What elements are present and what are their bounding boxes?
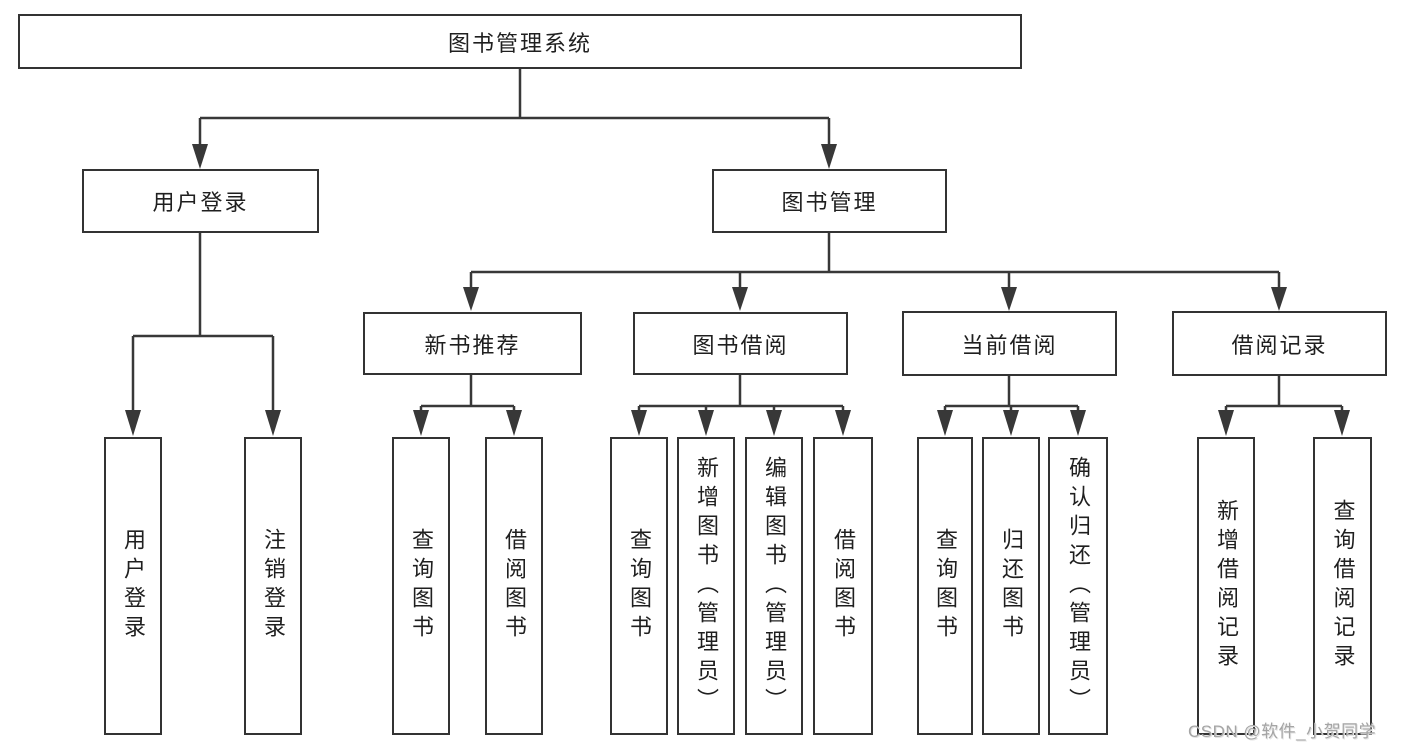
node-book-management-label: 图书管理 xyxy=(781,190,878,215)
node-leaf-query-books-borrow: 查询图书 xyxy=(610,437,668,735)
node-book-borrowing: 图书借阅 xyxy=(633,312,848,375)
node-leaf-borrow-books-recommend: 借阅图书 xyxy=(485,437,543,735)
node-root-label: 图书管理系统 xyxy=(447,30,592,56)
node-borrowing-records-label: 借阅记录 xyxy=(1231,332,1328,358)
node-leaf-query-borrow-record: 查询借阅记录 xyxy=(1313,437,1372,735)
node-leaf-borrow-books-recommend-label: 借阅图书 xyxy=(502,528,527,644)
node-user-login-label: 用户登录 xyxy=(152,190,249,215)
node-leaf-return-books-label: 归还图书 xyxy=(999,528,1024,644)
node-leaf-user-login-label: 用户登录 xyxy=(121,528,146,644)
node-leaf-user-login: 用户登录 xyxy=(104,437,162,735)
node-leaf-add-borrow-record-label: 新增借阅记录 xyxy=(1214,499,1239,673)
node-leaf-borrow-books-label: 借阅图书 xyxy=(831,528,856,644)
node-leaf-add-borrow-record: 新增借阅记录 xyxy=(1197,437,1255,735)
node-leaf-return-books: 归还图书 xyxy=(982,437,1040,735)
node-leaf-query-books-borrow-label: 查询图书 xyxy=(627,528,652,644)
node-root: 图书管理系统 xyxy=(18,14,1022,69)
node-leaf-query-books-current-label: 查询图书 xyxy=(933,528,958,644)
node-new-book-recommend: 新书推荐 xyxy=(363,312,582,375)
node-leaf-logout-label: 注销登录 xyxy=(261,528,286,644)
node-new-book-recommend-label: 新书推荐 xyxy=(424,332,521,358)
arrowhead-icons xyxy=(125,144,1350,436)
node-leaf-confirm-return-admin-label: 确认归还（管理员） xyxy=(1066,455,1091,717)
node-current-borrowing: 当前借阅 xyxy=(902,311,1117,376)
node-book-borrowing-label: 图书借阅 xyxy=(692,332,789,358)
node-leaf-query-books-current: 查询图书 xyxy=(917,437,973,735)
node-leaf-edit-books-admin: 编辑图书（管理员） xyxy=(745,437,803,735)
node-user-login: 用户登录 xyxy=(82,169,319,233)
node-leaf-add-books-admin-label: 新增图书（管理员） xyxy=(694,455,719,717)
node-leaf-query-books-recommend-label: 查询图书 xyxy=(409,528,434,644)
node-leaf-query-borrow-record-label: 查询借阅记录 xyxy=(1330,499,1356,673)
node-leaf-confirm-return-admin: 确认归还（管理员） xyxy=(1048,437,1108,735)
node-leaf-add-books-admin: 新增图书（管理员） xyxy=(677,437,735,735)
watermark: CSDN @软件_小贺同学 xyxy=(1188,722,1377,741)
node-book-management: 图书管理 xyxy=(712,169,947,233)
node-current-borrowing-label: 当前借阅 xyxy=(961,332,1058,358)
node-leaf-borrow-books: 借阅图书 xyxy=(813,437,873,735)
node-leaf-query-books-recommend: 查询图书 xyxy=(392,437,450,735)
node-leaf-logout: 注销登录 xyxy=(244,437,302,735)
node-leaf-edit-books-admin-label: 编辑图书（管理员） xyxy=(762,455,787,717)
node-borrowing-records: 借阅记录 xyxy=(1172,311,1387,376)
